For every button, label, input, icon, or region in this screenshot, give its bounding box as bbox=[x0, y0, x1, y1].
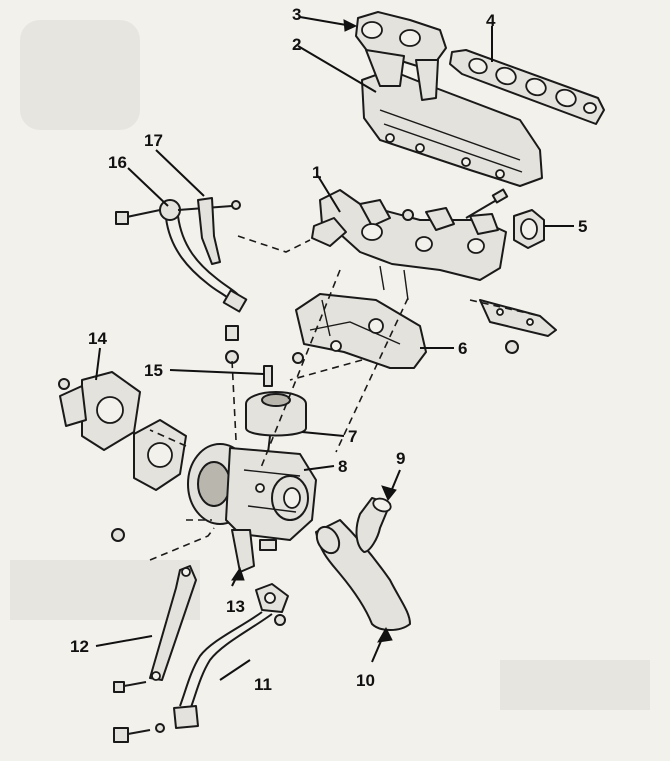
background-bleed bbox=[10, 20, 650, 710]
bracket-bolt bbox=[113, 681, 147, 693]
turbo-support-bracket bbox=[149, 565, 197, 681]
intake-flange bbox=[355, 11, 447, 101]
drain-bolt bbox=[113, 723, 165, 743]
wastegate-actuator bbox=[245, 391, 307, 471]
turbocharger bbox=[187, 443, 317, 573]
callout-10: 10 bbox=[356, 671, 375, 690]
heat-shield bbox=[295, 293, 427, 369]
callout-7: 7 bbox=[348, 427, 357, 446]
callout-2: 2 bbox=[292, 35, 301, 54]
callout-3: 3 bbox=[292, 5, 301, 24]
turbo-gasket bbox=[133, 419, 187, 491]
intake-manifold bbox=[361, 69, 543, 187]
callout-17: 17 bbox=[144, 131, 163, 150]
bracket-nut bbox=[505, 340, 519, 354]
callout-14: 14 bbox=[88, 329, 107, 348]
exhaust-manifold bbox=[311, 188, 509, 301]
stud-nut bbox=[292, 352, 304, 364]
callout-8: 8 bbox=[338, 457, 347, 476]
callout-9: 9 bbox=[396, 449, 405, 468]
callout-labels: 1 2 3 4 5 6 7 8 9 10 11 12 13 14 15 16 1… bbox=[70, 5, 587, 694]
turbo-bolt bbox=[111, 528, 125, 542]
callout-15: 15 bbox=[144, 361, 163, 380]
callout-13: 13 bbox=[226, 597, 245, 616]
callout-11: 11 bbox=[254, 675, 272, 694]
return-line-nut bbox=[274, 614, 286, 626]
oil-line-bracket bbox=[197, 197, 221, 265]
callout-16: 16 bbox=[108, 153, 127, 172]
callout-6: 6 bbox=[458, 339, 467, 358]
callout-12: 12 bbox=[70, 637, 89, 656]
flange-gasket bbox=[513, 209, 545, 249]
callout-5: 5 bbox=[578, 217, 587, 236]
flange-nut bbox=[58, 378, 70, 390]
oil-fitting bbox=[225, 325, 239, 364]
intake-manifold-gasket bbox=[449, 49, 605, 125]
assembly-lines bbox=[149, 235, 409, 561]
manifold-nut bbox=[402, 209, 414, 221]
oil-return-line bbox=[173, 583, 289, 729]
stud bbox=[263, 365, 273, 387]
oil-supply-line bbox=[115, 199, 248, 313]
callout-1: 1 bbox=[312, 163, 321, 182]
leader-lines bbox=[95, 16, 574, 681]
callout-4: 4 bbox=[486, 11, 496, 30]
turbo-outlet-flange bbox=[59, 371, 141, 451]
intake-hose bbox=[315, 497, 411, 631]
mount-bracket bbox=[469, 299, 557, 337]
